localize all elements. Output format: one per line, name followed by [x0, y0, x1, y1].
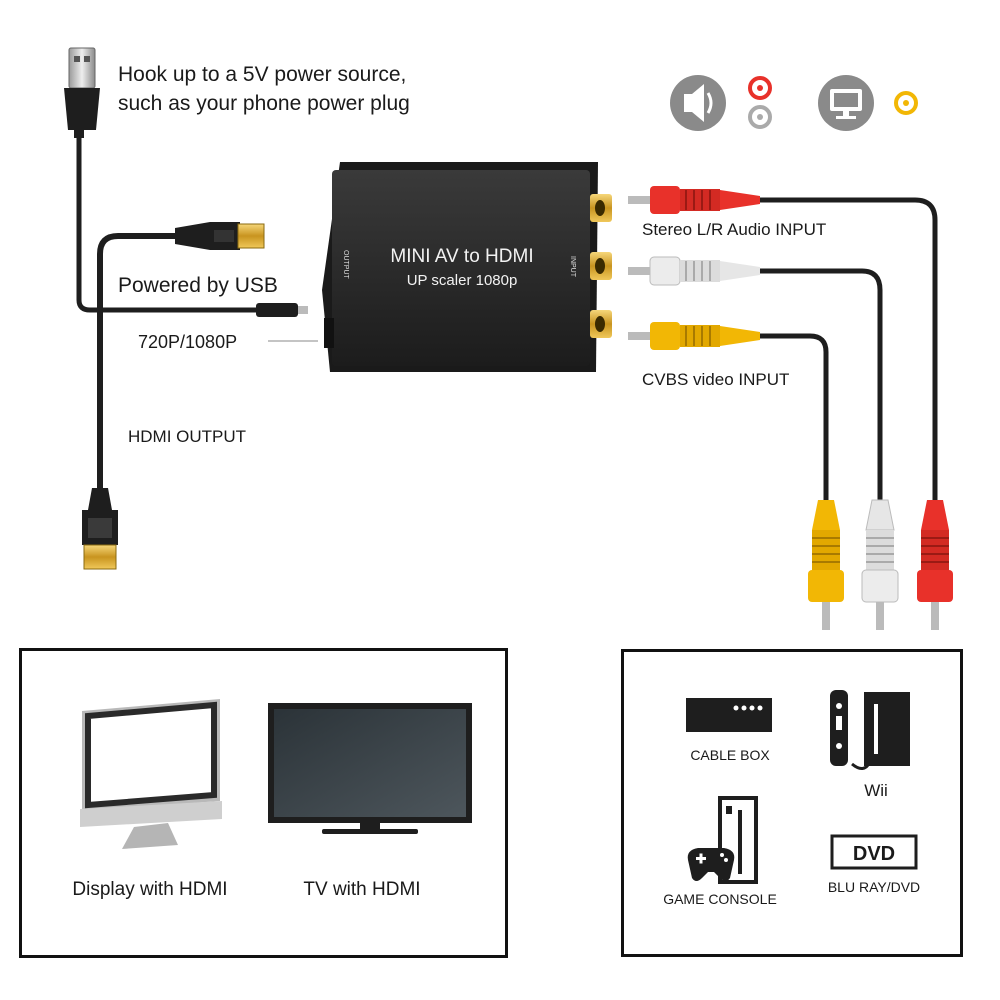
powered-by-usb-label: Powered by USB: [118, 274, 278, 297]
computer-monitor-icon: [80, 699, 222, 849]
audio-rca-indicator-icon: [748, 76, 772, 129]
hdmi-output-label: HDMI OUTPUT: [128, 427, 246, 446]
converter-subtitle: UP scaler 1080p: [407, 272, 518, 289]
wii-label: Wii: [864, 781, 888, 800]
monitor-icon: [818, 75, 874, 131]
video-input-label: CVBS video INPUT: [642, 370, 789, 389]
power-hint-line2: such as your phone power plug: [118, 92, 410, 115]
hdmi-plug-icon: [82, 488, 118, 570]
power-hint-line1: Hook up to a 5V power source,: [118, 63, 406, 86]
gamepad-icon: [687, 848, 735, 881]
usb-plug-icon: [64, 47, 100, 138]
converter-output-port-label: OUTPUT: [342, 250, 349, 280]
speaker-icon: [670, 75, 726, 131]
resolution-switch-label: 720P/1080P: [138, 332, 237, 352]
tv-with-hdmi-label: TV with HDMI: [303, 879, 420, 900]
dvd-logo-text: DVD: [853, 843, 895, 865]
rca-plug-red: [917, 500, 953, 630]
display-with-hdmi-label: Display with HDMI: [72, 879, 227, 900]
hdmi-plug-icon: [175, 222, 265, 250]
tv-icon: [268, 703, 472, 834]
wii-icon: [830, 690, 910, 770]
converter-title: MINI AV to HDMI: [390, 246, 533, 267]
rca-jack-icon: [590, 252, 612, 280]
rca-plug-red: [628, 186, 760, 214]
output-devices-panel: Display with HDMI TV with HDMI: [19, 648, 508, 958]
rca-plug-white: [628, 256, 760, 286]
micro-usb-plug-icon: [256, 303, 308, 317]
rca-plug-white: [861, 499, 899, 630]
cable-box-label: CABLE BOX: [690, 747, 770, 763]
video-rca-indicator-icon: [894, 91, 918, 115]
bluray-dvd-label: BLU RAY/DVD: [828, 879, 920, 895]
rca-jack-icon: [590, 194, 612, 222]
rca-plug-yellow: [808, 500, 844, 630]
converter-input-port-label: INPUT: [569, 256, 576, 278]
rca-plug-yellow: [628, 322, 760, 350]
usb-cable: [76, 132, 268, 313]
hdmi-cable: [97, 233, 183, 493]
game-console-label: GAME CONSOLE: [663, 891, 777, 907]
rca-cables: [757, 197, 938, 503]
cable-box-icon: [686, 698, 772, 732]
audio-input-label: Stereo L/R Audio INPUT: [642, 220, 826, 239]
dvd-logo-icon: DVD: [830, 834, 918, 870]
rca-jack-icon: [590, 310, 612, 338]
input-devices-panel: CABLE BOX Wii GAME CONSOLE DVD BLU RAY/D…: [621, 649, 963, 957]
converter-device: [322, 162, 612, 372]
